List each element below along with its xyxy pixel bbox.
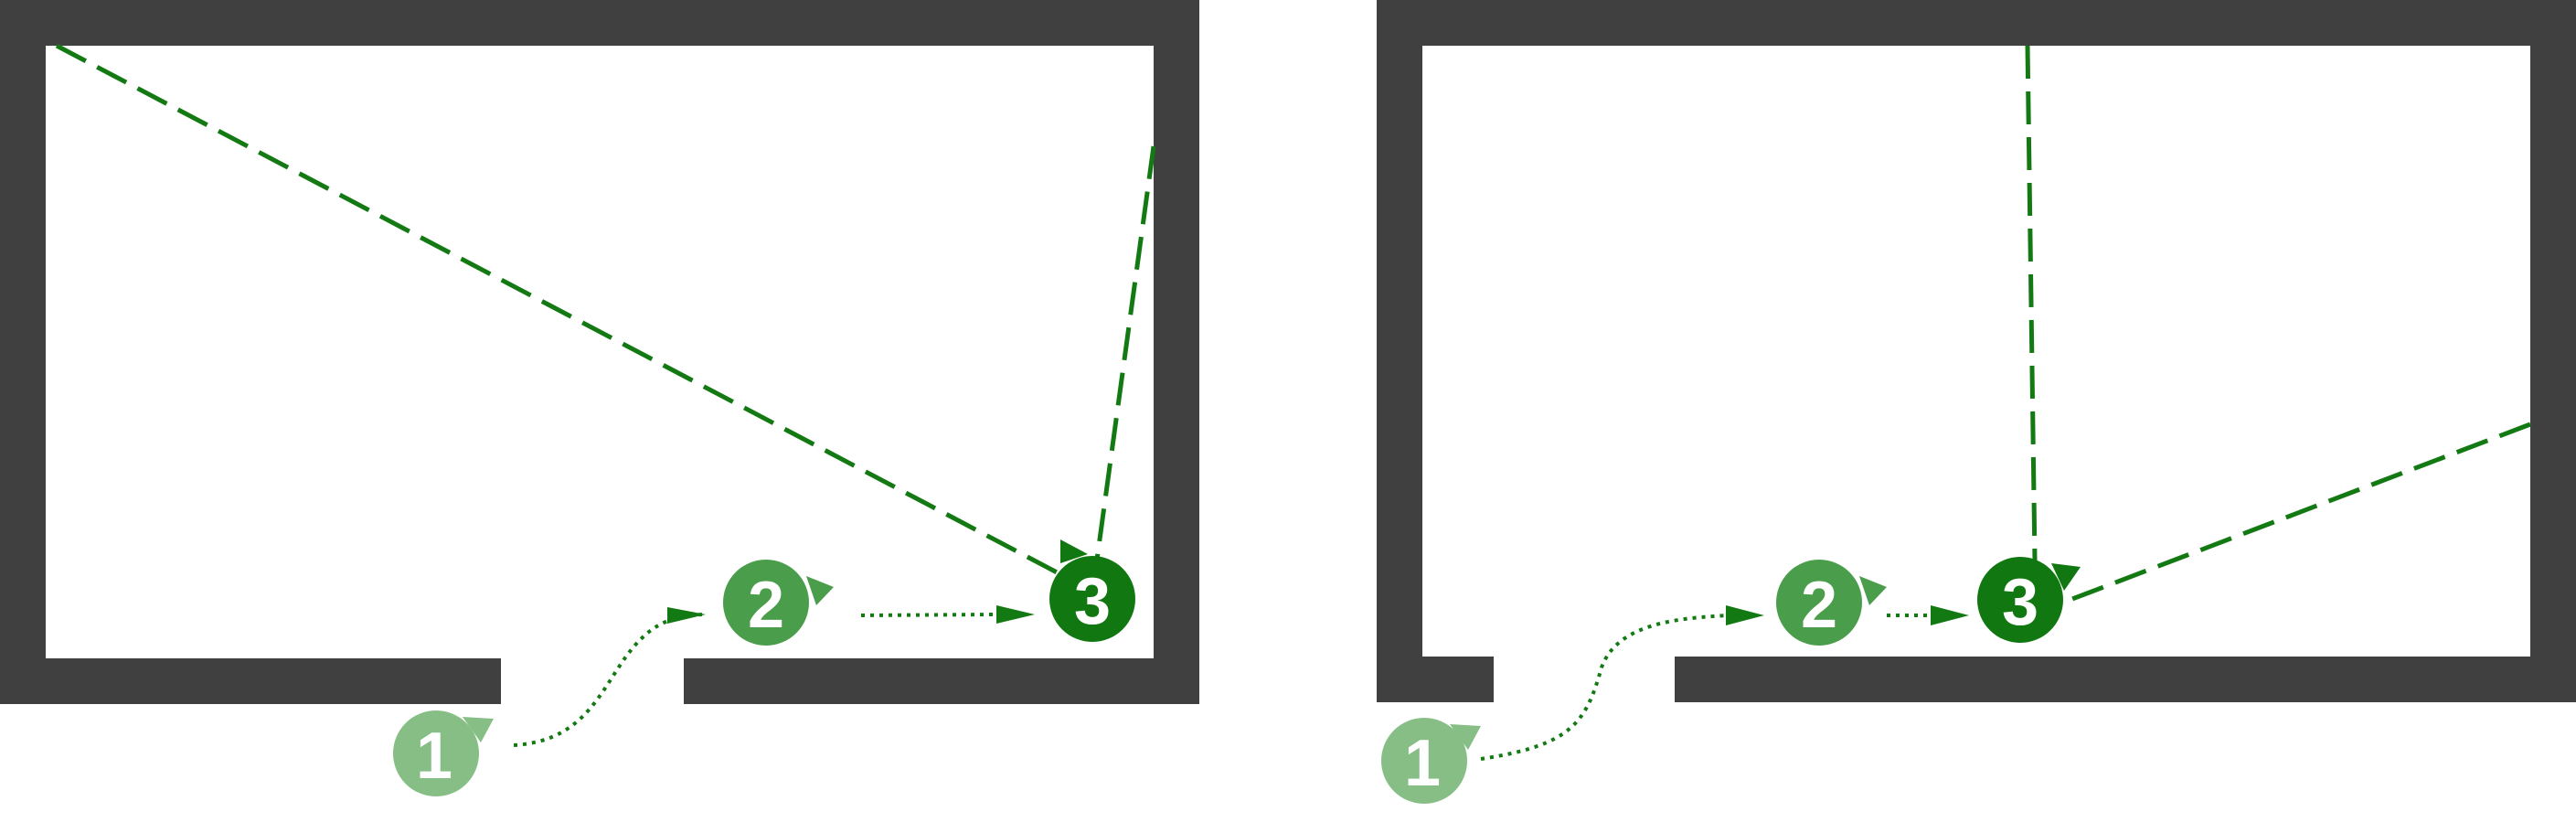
left-room-sightline-right <box>1094 145 1156 561</box>
left-room-marker-2-direction-icon <box>806 576 834 605</box>
left-room-marker-1-label: 1 <box>416 720 452 793</box>
right-room-sightline-vertical <box>2025 45 2038 562</box>
left-room-sightline-diagonal <box>55 43 1062 577</box>
left-room-marker-3-label: 3 <box>1074 565 1111 638</box>
left-room-top-wall <box>0 0 1199 46</box>
right-room-marker-1-direction-icon <box>1450 724 1481 750</box>
right-room-bottom-wall-right <box>1675 657 2576 702</box>
right-room-marker-2: 2 <box>1776 560 1887 646</box>
left-room-bottom-wall-right <box>684 658 1199 704</box>
right-room-marker-3-direction-icon <box>2051 563 2081 591</box>
left-room-move-path-2-3 <box>860 613 997 617</box>
left-room-move-path-1-2 <box>513 613 703 747</box>
left-room-marker-1: 1 <box>393 710 494 796</box>
left-room-marker-3-direction-icon <box>1060 539 1088 563</box>
left-room-marker-2-label: 2 <box>748 569 784 642</box>
left-room: 1 2 3 <box>0 0 1199 796</box>
left-room-marker-1-direction-icon <box>463 717 494 742</box>
right-room-marker-3: 3 <box>1977 557 2081 643</box>
left-room-bottom-wall-left <box>0 658 501 704</box>
right-room: 1 2 3 <box>1377 0 2576 804</box>
right-room-marker-1: 1 <box>1381 718 1481 804</box>
left-room-right-wall <box>1154 0 1199 704</box>
left-room-marker-3: 3 <box>1049 539 1135 642</box>
right-room-top-wall <box>1377 0 2576 46</box>
right-room-marker-2-direction-icon <box>1859 576 1887 605</box>
right-room-left-wall <box>1377 0 1422 702</box>
right-room-marker-3-label: 3 <box>2002 566 2038 639</box>
left-room-arrowhead-2-3 <box>996 605 1035 624</box>
left-room-arrowhead-1-2 <box>667 607 706 624</box>
right-room-sightline-right <box>2060 422 2531 606</box>
right-room-arrowhead-2-3 <box>1931 605 1969 625</box>
right-room-marker-2-label: 2 <box>1801 569 1837 642</box>
right-room-marker-1-label: 1 <box>1404 727 1441 800</box>
left-room-marker-2: 2 <box>723 560 834 646</box>
left-room-left-wall <box>0 0 46 704</box>
right-room-move-path-1-2 <box>1480 614 1729 761</box>
right-room-bottom-wall-left <box>1377 657 1494 702</box>
right-room-arrowhead-1-2 <box>1726 605 1764 625</box>
right-room-right-wall <box>2530 0 2576 702</box>
